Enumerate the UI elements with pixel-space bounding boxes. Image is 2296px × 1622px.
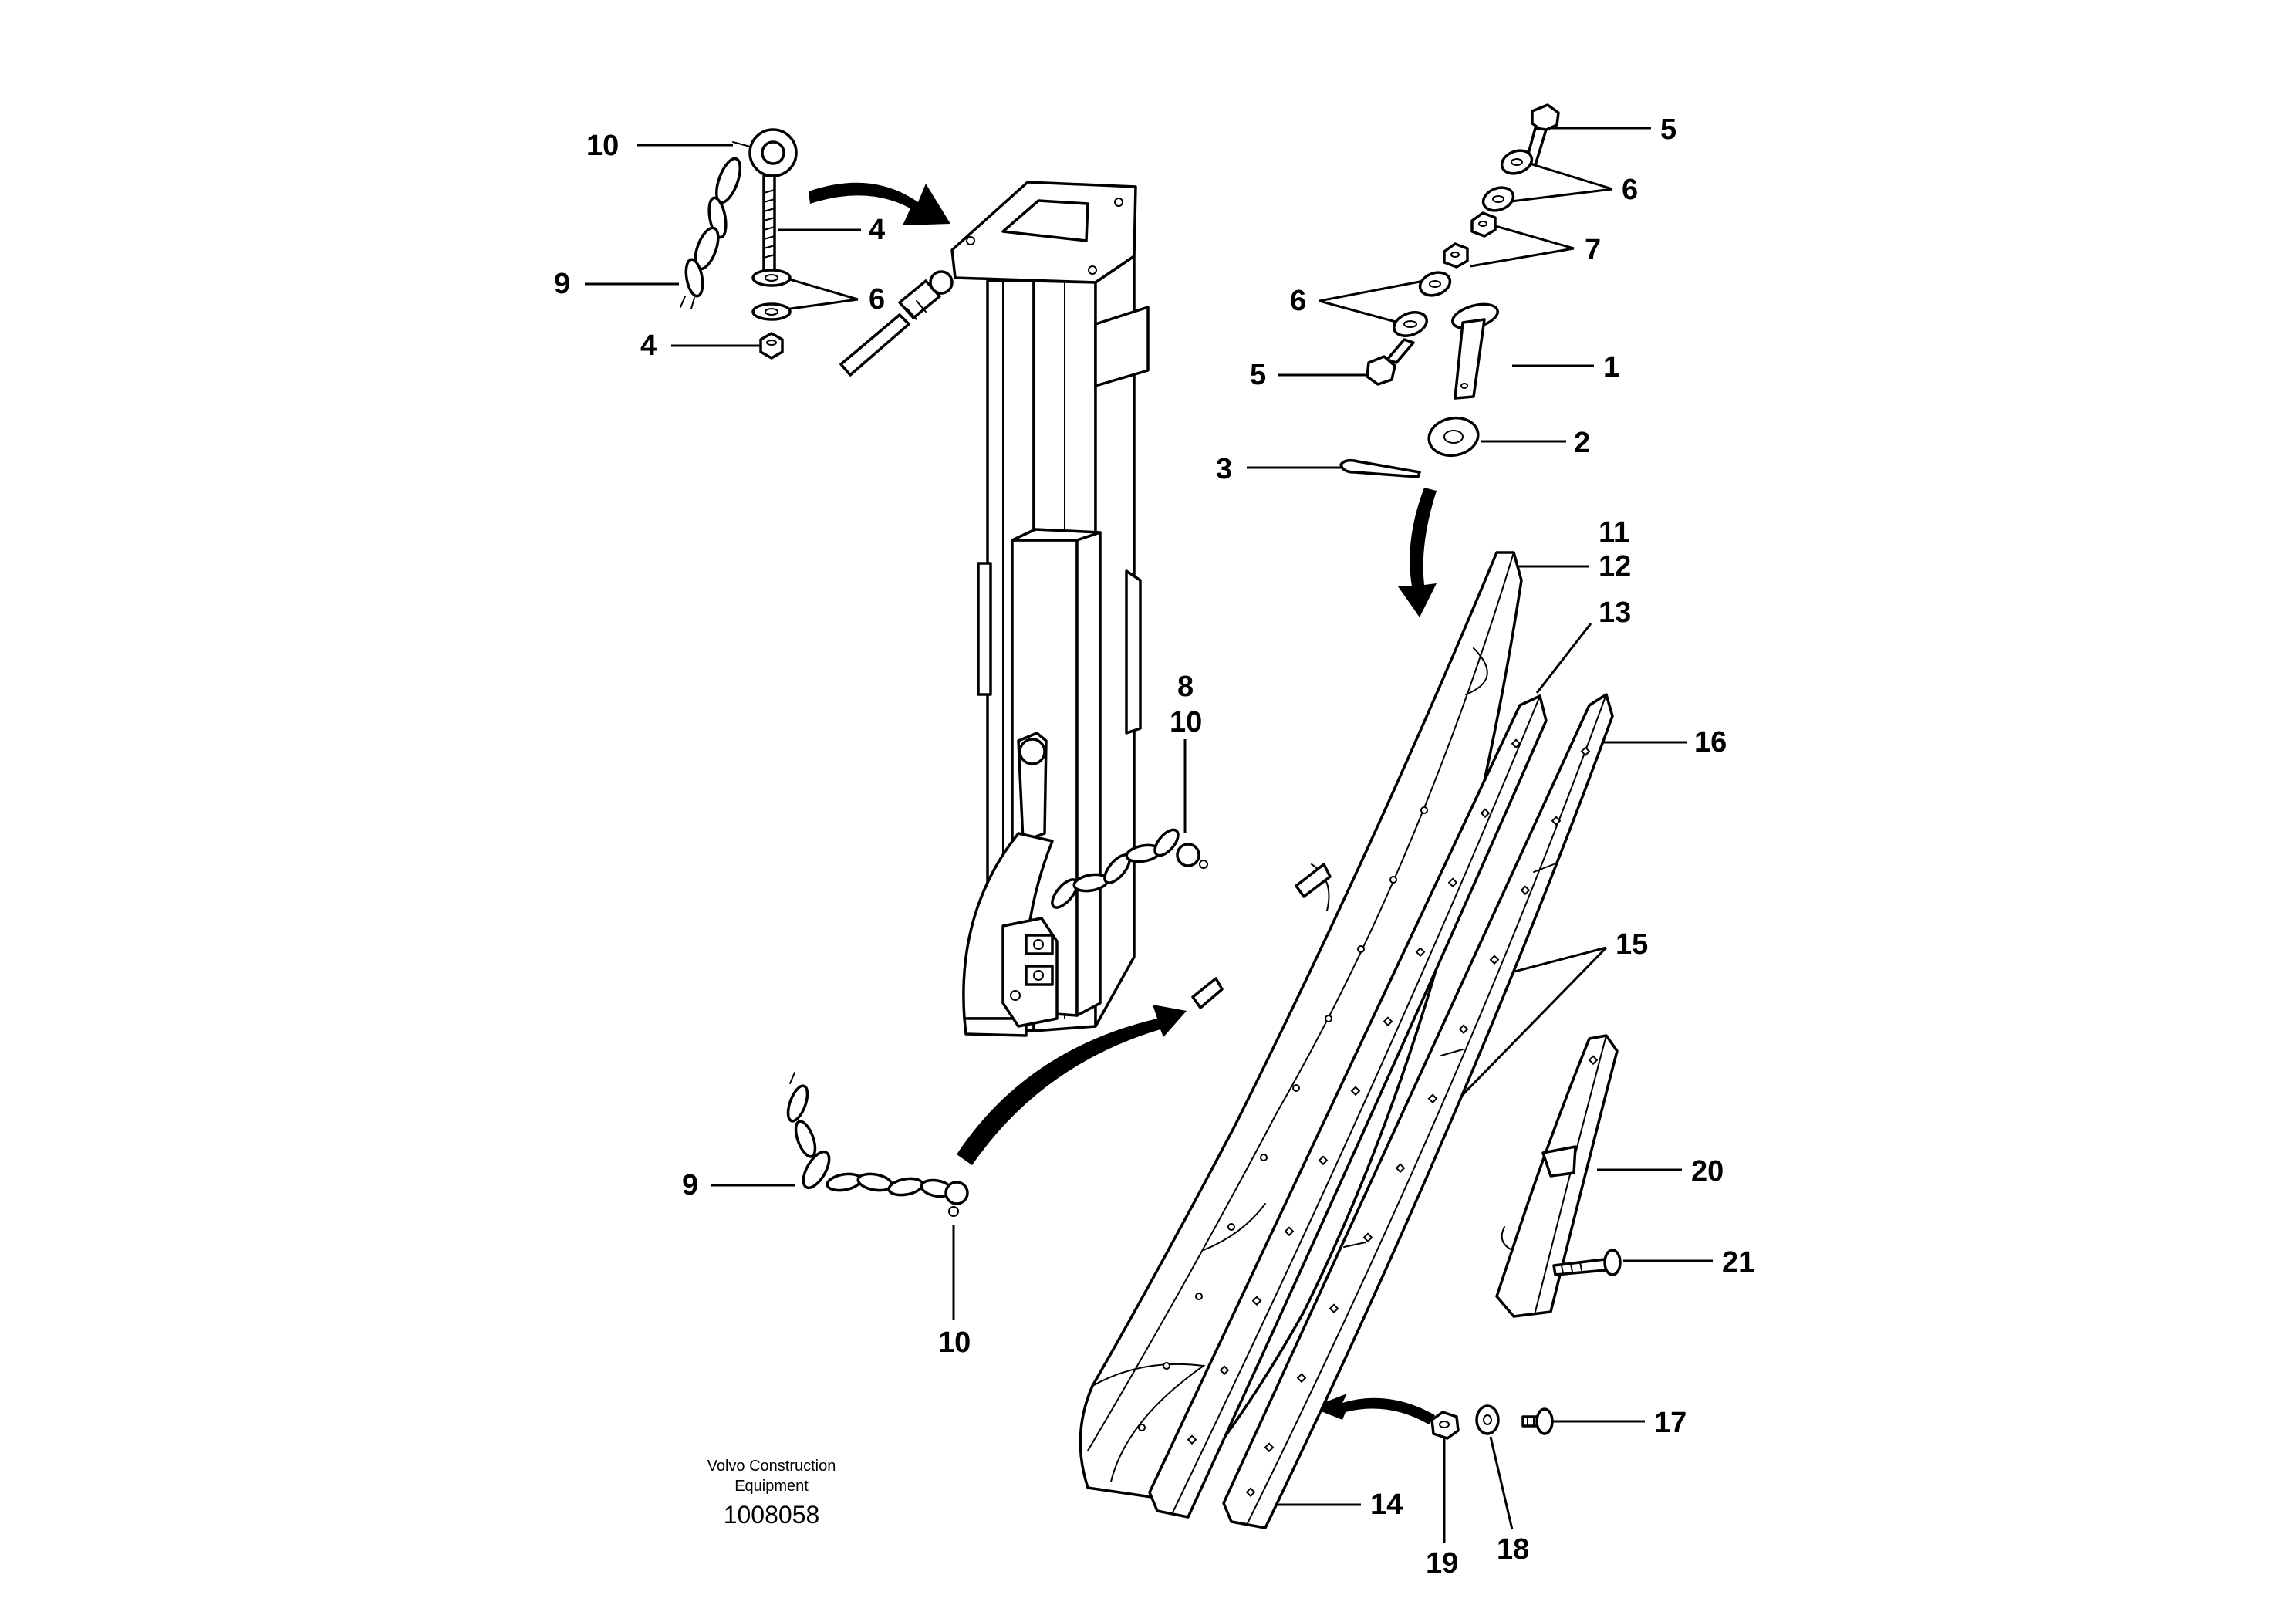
callout-6-left: 6: [869, 283, 885, 316]
callout-9-bot: 9: [682, 1169, 698, 1201]
edge-segments-14-15-16: [1222, 693, 1614, 1529]
bolt-4: [762, 174, 776, 273]
chain-8-10-post: [1051, 828, 1208, 909]
callout-labels: 10 4 9 6 4 5 6 7 6 5 1 2 3 11 12 13 8 10…: [554, 113, 1754, 1580]
callout-21: 21: [1722, 1246, 1754, 1279]
callout-8: 8: [1177, 671, 1194, 703]
callout-1: 1: [1603, 351, 1619, 384]
cutting-edge-13: [1148, 694, 1548, 1519]
washer-6d: [1393, 311, 1428, 337]
callout-5-top: 5: [1660, 113, 1676, 146]
bolt-21: [1552, 1249, 1622, 1276]
nut-7a: [1470, 211, 1497, 238]
arrow-bolt-icon: [1312, 1394, 1435, 1424]
cutting-edge-holes: [1187, 738, 1521, 1445]
callout-17: 17: [1654, 1407, 1687, 1439]
callout-13: 13: [1599, 596, 1631, 629]
nut-7b: [1443, 242, 1469, 269]
credit-line-2: Equipment: [734, 1478, 809, 1495]
nut-4: [759, 332, 784, 360]
callout-7: 7: [1585, 234, 1601, 266]
callout-2: 2: [1574, 427, 1590, 459]
callout-20: 20: [1691, 1155, 1724, 1188]
pin-1: [1451, 302, 1499, 400]
hydraulic-hose: [839, 270, 954, 377]
shackle-10-top: [732, 128, 798, 177]
arrow-chain-icon: [957, 1005, 1187, 1165]
callout-5-mid: 5: [1250, 359, 1266, 391]
callout-9-top: 9: [554, 268, 570, 300]
end-bit-20: [1495, 1034, 1619, 1318]
bolt-17: [1521, 1407, 1554, 1435]
callout-4-nut: 4: [640, 329, 657, 362]
hardware-set: [1339, 103, 1560, 478]
bolt-5-mid: [1366, 338, 1415, 386]
moldboard-holes: [1138, 806, 1428, 1431]
credit-block: Volvo Construction Equipment 1008058: [707, 1458, 836, 1529]
callout-10-mid: 10: [1170, 706, 1202, 738]
washer-18: [1475, 1404, 1500, 1435]
callout-10-bot: 10: [938, 1326, 971, 1359]
cotter-pin-3: [1339, 458, 1421, 478]
callout-19: 19: [1426, 1547, 1458, 1580]
callout-18: 18: [1497, 1533, 1529, 1566]
chain-9-bottom: [786, 1072, 954, 1198]
shackle-10-bottom: [944, 1181, 969, 1217]
washer-6c: [1418, 271, 1452, 297]
washer-6b: [1481, 186, 1515, 212]
callout-16: 16: [1694, 726, 1727, 759]
nut-19: [1430, 1411, 1460, 1440]
callout-6-mid: 6: [1290, 285, 1306, 317]
vertical-post: [839, 181, 1208, 1037]
edge-segment-holes: [1245, 746, 1591, 1498]
arrow-pin-icon: [1398, 488, 1437, 617]
washer-2: [1427, 416, 1480, 458]
callout-14: 14: [1370, 1489, 1403, 1521]
callout-12: 12: [1599, 550, 1631, 583]
callout-3: 3: [1216, 453, 1232, 485]
moldboard-11-12: [1079, 551, 1523, 1502]
arrow-top-icon: [809, 182, 950, 225]
washers-6-left: [751, 269, 792, 321]
post-hinge-bracket: [962, 732, 1059, 1037]
credit-line-1: Volvo Construction: [707, 1458, 836, 1475]
callout-6-right: 6: [1622, 174, 1638, 206]
chain-bolt-assembly: [680, 128, 798, 360]
doc-number: 1008058: [724, 1501, 820, 1529]
callout-4-bolt: 4: [869, 214, 885, 246]
callout-10-top: 10: [586, 130, 619, 162]
callout-15: 15: [1616, 928, 1648, 961]
chain-9-top: [680, 157, 741, 309]
callout-11: 11: [1599, 516, 1629, 549]
assembly-arrows: [809, 182, 1437, 1424]
washer-6a: [1500, 149, 1534, 175]
